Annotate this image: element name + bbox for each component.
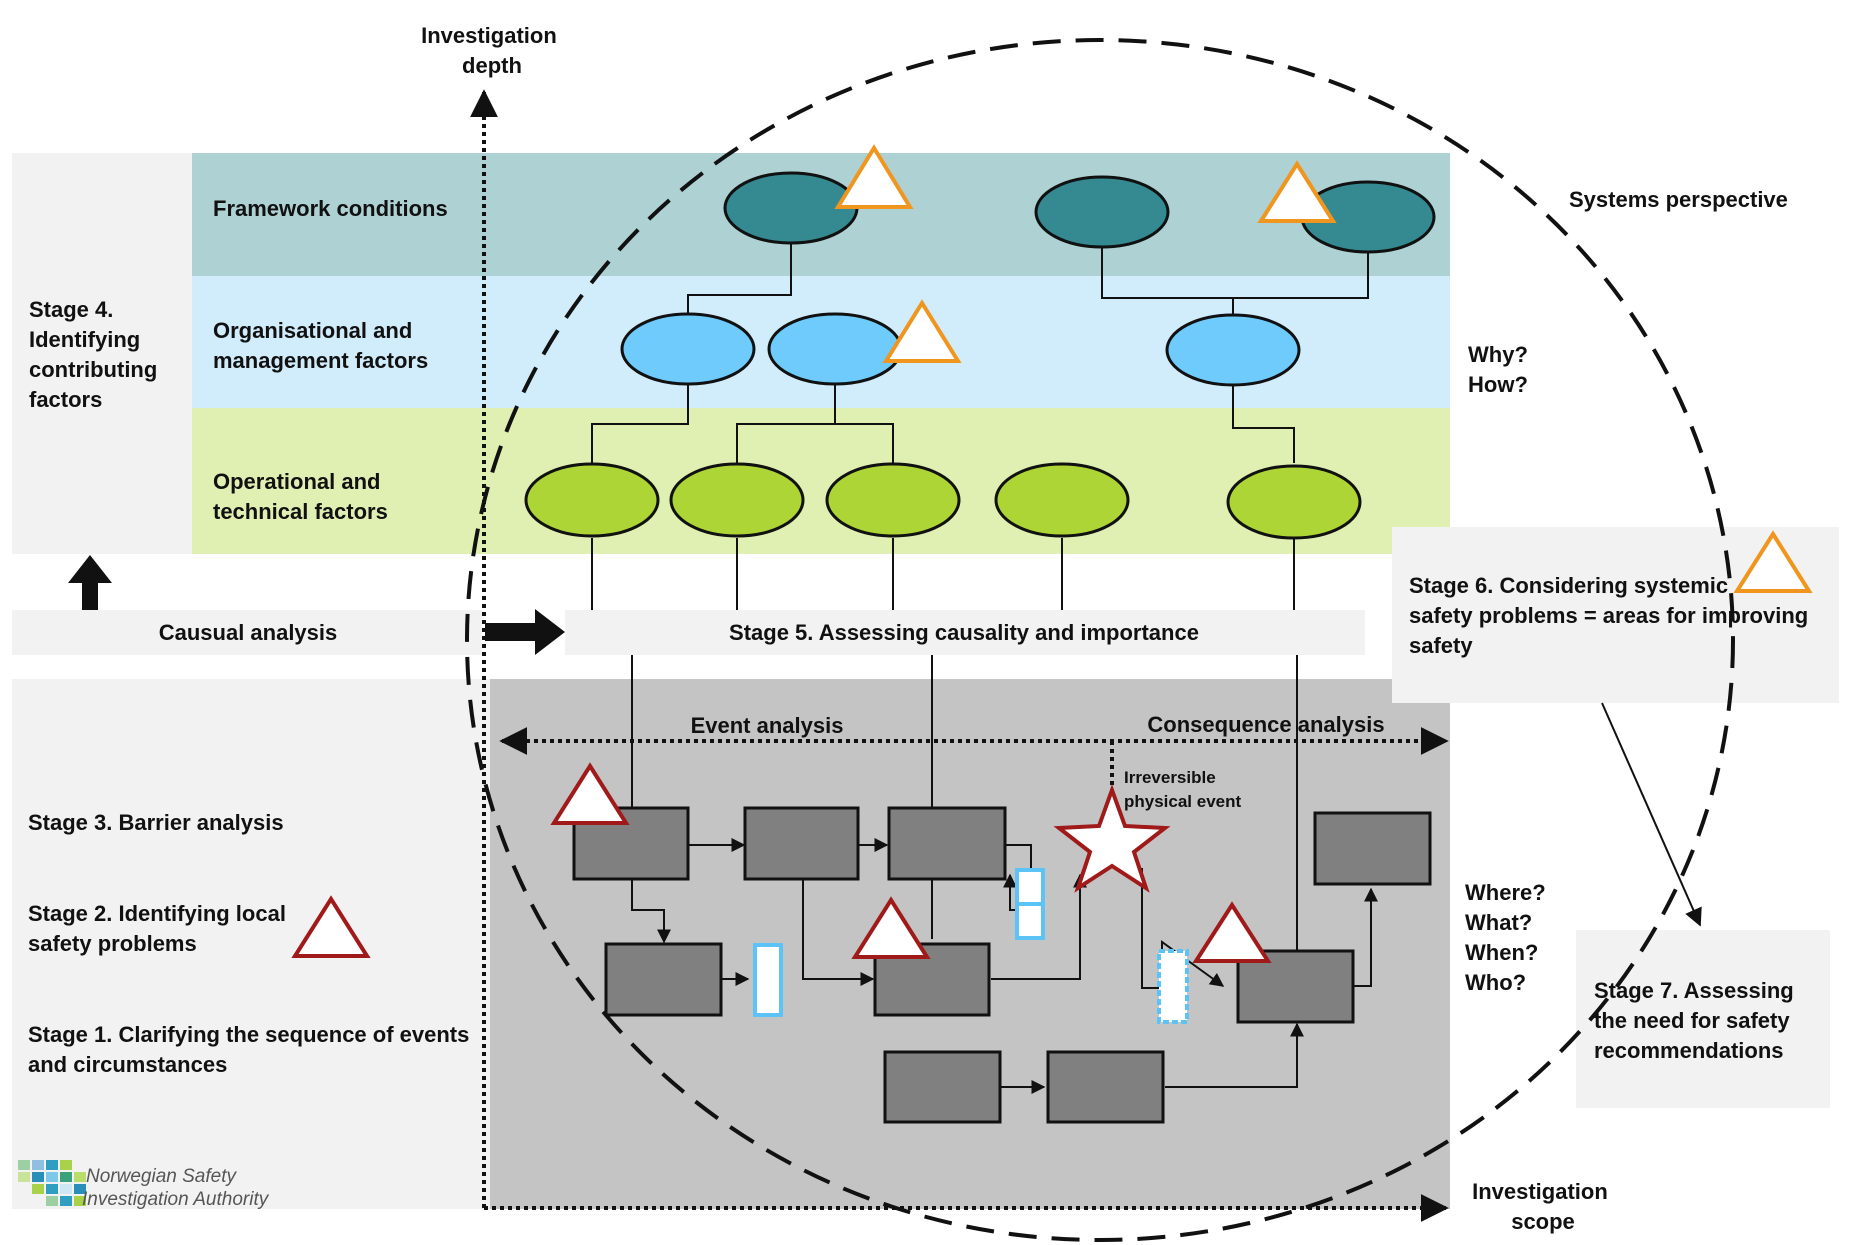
- event-box: [883, 1050, 1002, 1124]
- local-problem-triangle: [550, 762, 630, 825]
- operational-factors-label: Operational and technical factors: [213, 469, 388, 524]
- stage2-label: Stage 2. Identifying local safety proble…: [28, 901, 292, 956]
- event-box: [743, 806, 860, 881]
- stages-1-3-panel: [12, 679, 490, 1209]
- operational-node: [524, 462, 660, 538]
- nsia-logo-mark: [18, 1160, 86, 1206]
- framework-nodes: [723, 171, 1436, 254]
- systemic-problem-triangle: [1733, 530, 1813, 593]
- event-box: [887, 806, 1007, 881]
- organisational-factors-label: Organisational and management factors: [213, 318, 428, 373]
- stage5-label: Stage 5. Assessing causality and importa…: [729, 620, 1199, 645]
- local-problem-triangle: [1192, 901, 1272, 963]
- local-problem-triangles: [291, 762, 1272, 963]
- organisational-nodes: [620, 312, 1301, 387]
- why-how-label: Why? How?: [1468, 342, 1534, 397]
- systems-perspective-circle: [465, 38, 1735, 1242]
- operational-node: [994, 462, 1130, 538]
- operational-node: [825, 462, 961, 538]
- systemic-problem-triangle: [1257, 160, 1337, 223]
- systemic-problem-triangles: [834, 144, 1813, 593]
- causal-analysis-label: Causual analysis: [159, 620, 338, 645]
- systemic-problem-triangle: [882, 299, 962, 363]
- barrier: [753, 943, 783, 1017]
- stage1-label: Stage 1. Clarifying the sequence of even…: [28, 1022, 475, 1077]
- local-problem-legend-triangle: [291, 895, 371, 958]
- stage4-panel: [12, 153, 192, 554]
- up-block-arrow: [68, 555, 112, 610]
- barrier: [1015, 868, 1045, 906]
- stage3-label: Stage 3. Barrier analysis: [28, 810, 284, 835]
- stage7-label: Stage 7. Assessing the need for safety r…: [1594, 978, 1800, 1063]
- causal-analysis-bar: [12, 610, 482, 655]
- operational-node: [669, 462, 805, 538]
- operational-node: [1226, 464, 1362, 540]
- operational-nodes: [524, 462, 1362, 540]
- stage4-label: Stage 4. Identifying contributing factor…: [29, 297, 163, 412]
- investigation-scope-label: Investigation scope: [1472, 1179, 1614, 1234]
- event-box: [1313, 811, 1432, 886]
- stage7-panel: [1576, 930, 1830, 1108]
- organisational-node: [767, 312, 903, 386]
- event-box: [1046, 1050, 1165, 1124]
- organisational-node: [620, 312, 756, 386]
- consequence-analysis-label: Consequence analysis: [1147, 712, 1384, 737]
- framework-conditions-label: Framework conditions: [213, 196, 448, 221]
- systems-perspective-label: Systems perspective: [1569, 187, 1788, 212]
- investigation-depth-label: Investigation depth: [421, 23, 563, 78]
- systemic-problem-triangle: [834, 144, 914, 209]
- barrier: [1015, 902, 1045, 940]
- nsia-logo-text: Norwegian Safety Investigation Authority: [82, 1166, 270, 1210]
- event-box: [604, 942, 723, 1017]
- event-analysis-label: Event analysis: [691, 713, 844, 738]
- factor-tree-connectors: [591, 243, 1369, 950]
- stage6-label: Stage 6. Considering systemic safety pro…: [1409, 573, 1814, 658]
- organisational-node: [1165, 313, 1301, 387]
- nsia-logo: Norwegian Safety Investigation Authority: [18, 1160, 270, 1210]
- irreversible-event-label: Irreversible physical event: [1124, 768, 1242, 811]
- right-block-arrow: [485, 609, 565, 655]
- barriers: [753, 868, 1189, 1024]
- where-what-when-who-label: Where? What? When? Who?: [1465, 880, 1552, 995]
- local-problem-triangle: [851, 896, 931, 959]
- barrier-failed: [1157, 949, 1189, 1024]
- framework-node: [1034, 175, 1170, 249]
- irreversible-event-star: [1053, 784, 1171, 893]
- stage5-bar: [565, 610, 1365, 655]
